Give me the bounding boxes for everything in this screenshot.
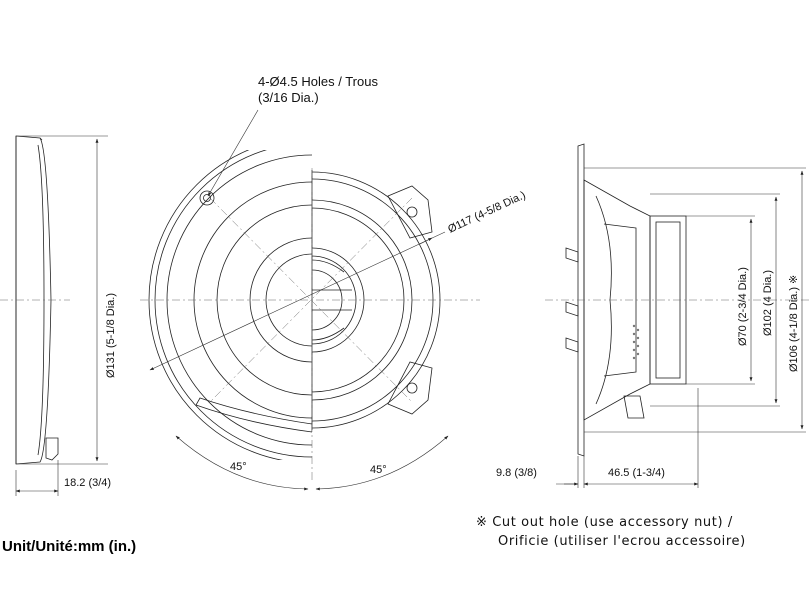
unit-label: Unit/Unité:mm (in.)	[2, 538, 136, 555]
angle-left-label: 45°	[230, 461, 247, 473]
holes-label-line1: 4-Ø4.5 Holes / Trous	[258, 74, 378, 89]
note-line1: ※ Cut out hole (use accessory nut) /	[476, 515, 733, 530]
front-view	[140, 150, 480, 480]
dia70-label: Ø70 (2-3/4 Dia.)	[737, 267, 749, 346]
depth9-label: 9.8 (3/8)	[496, 467, 537, 479]
dia117-leader-line	[149, 231, 446, 371]
dia131-label: Ø131 (5-1/8 Dia.)	[105, 293, 117, 378]
dia106-label: Ø106 (4-1/8 Dia.) ※	[788, 275, 800, 372]
holes-leader-line	[207, 109, 259, 197]
angle-right-label: 45°	[370, 464, 387, 476]
note-line2: Orificie (utiliser l'ecrou accessoire)	[498, 534, 746, 549]
angle-arc-right	[315, 435, 449, 491]
depth18-label: 18.2 (3/4)	[64, 477, 111, 489]
side-profile-view	[0, 135, 108, 496]
depth46-label: 46.5 (1-3/4)	[608, 467, 665, 479]
dia117-label: Ø117 (4-5/8 Dia.)	[446, 189, 527, 235]
angle-arc-left	[175, 435, 309, 491]
holes-label-line2: (3/16 Dia.)	[258, 90, 319, 105]
dia102-label: Ø102 (4 Dia.)	[762, 270, 774, 336]
